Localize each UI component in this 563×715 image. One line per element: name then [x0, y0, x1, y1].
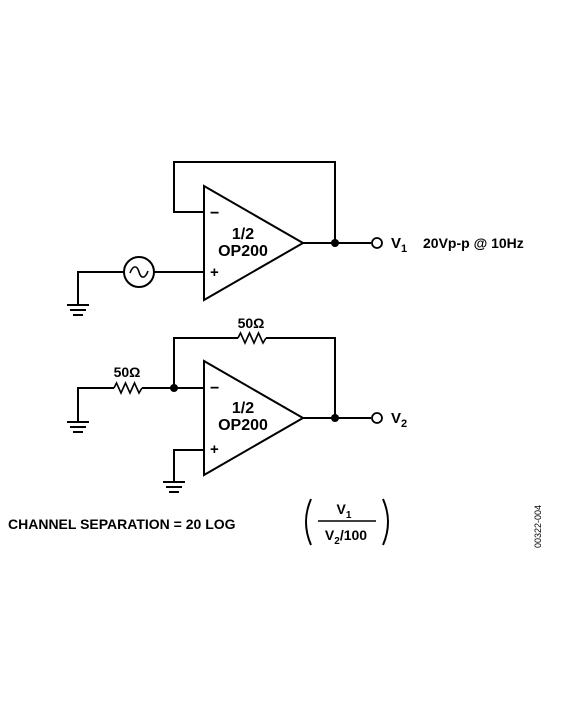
input-resistor-value: 50Ω: [114, 364, 141, 380]
amp2-plus-sign: +: [210, 441, 219, 458]
feedback-resistor-value: 50Ω: [238, 315, 265, 331]
formula-numerator: V1: [337, 501, 352, 521]
amp2-noninverting-ground-wire: [173, 449, 204, 482]
formula-right-paren: [382, 498, 389, 546]
v2-output-terminal: [371, 412, 383, 424]
ground-icon: [67, 421, 89, 433]
v1-label: V1: [391, 235, 407, 255]
amplifier-2-circuit: 50Ω 50Ω − + 1/2 OP200 V2: [67, 315, 407, 493]
amp2-label-part: OP200: [218, 417, 268, 434]
v1-output-terminal: [371, 237, 383, 249]
figure-code: 00322-004: [533, 504, 543, 548]
amp1-output-junction-dot: [331, 239, 339, 247]
amp1-label-part: OP200: [218, 243, 268, 260]
sine-wave-icon: [129, 266, 149, 278]
v2-label: V2: [391, 410, 407, 430]
formula-lhs: CHANNEL SEPARATION = 20 LOG: [8, 516, 236, 532]
channel-separation-formula: CHANNEL SEPARATION = 20 LOG V1 V2/100: [8, 498, 389, 547]
amp2-input-junction-dot: [170, 384, 178, 392]
amp1-plus-sign: +: [210, 264, 219, 281]
formula-denominator: V2/100: [325, 527, 367, 547]
amp1-label-fraction: 1/2: [232, 226, 254, 243]
amp1-minus-sign: −: [210, 205, 219, 222]
amp2-feedback-wire: [173, 337, 336, 418]
amplifier-1-circuit: − + 1/2 OP200 V1 20Vp-p @ 10Hz: [67, 161, 524, 316]
amp2-inverting-input-wire: [77, 387, 204, 422]
ground-icon: [67, 304, 89, 316]
op-amp-2-triangle: [203, 359, 306, 477]
amp2-output-junction-dot: [331, 414, 339, 422]
input-resistor-icon: [113, 381, 143, 395]
feedback-resistor-icon: [237, 331, 267, 345]
v1-signal-spec: 20Vp-p @ 10Hz: [423, 235, 524, 251]
amp2-minus-sign: −: [210, 380, 219, 397]
ground-icon: [163, 481, 185, 493]
amp2-label-fraction: 1/2: [232, 400, 254, 417]
amp1-feedback-wire: [173, 161, 336, 243]
op-amp-1-triangle: [203, 184, 306, 302]
amp1-source-wire: [77, 271, 204, 305]
formula-left-paren: [305, 498, 312, 546]
